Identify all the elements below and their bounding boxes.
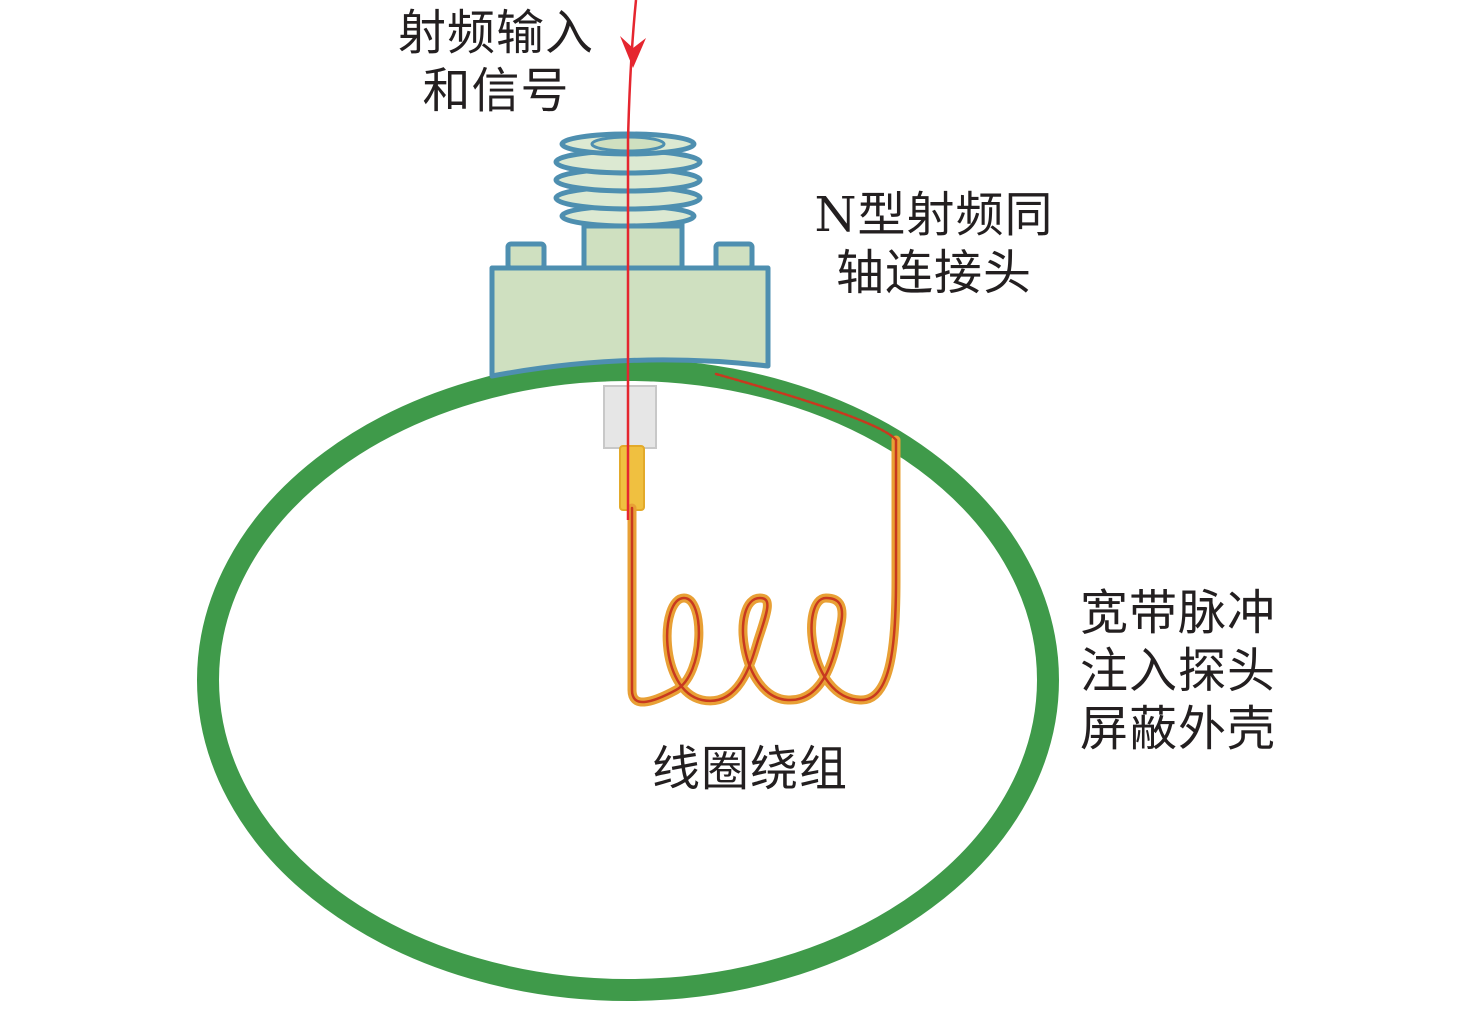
label-line: 注入探头 xyxy=(1080,643,1277,699)
label-line: 屏蔽外壳 xyxy=(1080,701,1277,757)
label-line: 轴连接头 xyxy=(835,245,1032,301)
arrow-down-icon xyxy=(620,36,646,68)
label-n-type-connector: N型射频同 轴连接头 xyxy=(808,186,1060,302)
pin-insulator xyxy=(603,385,657,449)
label-line: 宽带脉冲 xyxy=(1080,585,1277,641)
center-pin xyxy=(619,445,645,511)
connector-neck xyxy=(581,223,685,271)
connector-tab-right xyxy=(713,241,755,271)
label-line: 和信号 xyxy=(422,63,570,119)
label-shielding-shell: 宽带脉冲 注入探头 屏蔽外壳 xyxy=(1080,584,1276,758)
label-line: N型射频同 xyxy=(814,187,1054,243)
connector-body xyxy=(489,265,771,379)
coil-ground-lead xyxy=(714,372,898,442)
coil-winding xyxy=(627,372,901,707)
label-rf-input-signal: 射频输入 和信号 xyxy=(388,4,604,120)
rf-signal-line xyxy=(626,0,638,520)
n-type-connector xyxy=(489,131,771,379)
connector-tab-left xyxy=(505,241,547,271)
label-coil-winding: 线圈绕组 xyxy=(652,741,849,797)
coil-wire-core xyxy=(630,438,898,704)
label-line: 射频输入 xyxy=(397,5,594,61)
